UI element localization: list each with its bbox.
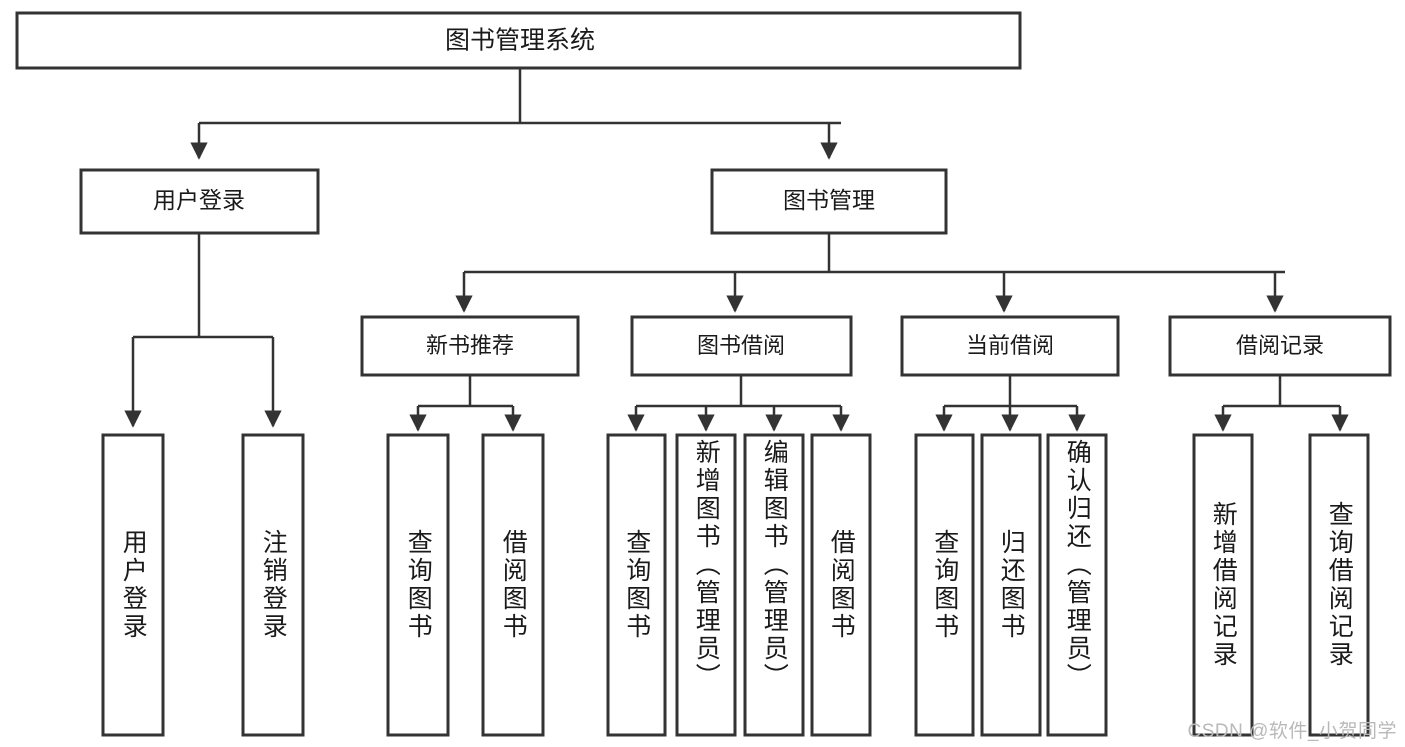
node-root-label: 图书管理系统 bbox=[445, 27, 595, 55]
leaf-box-query-book-2[interactable] bbox=[606, 433, 667, 737]
leaf-box-borrow-book-1[interactable] bbox=[481, 433, 545, 737]
node-user-login-label: 用户登录 bbox=[153, 187, 245, 213]
connector-newbook-to-leaves bbox=[409, 375, 522, 432]
connector-current-to-leaves bbox=[935, 375, 1086, 432]
leaf-box-borrow-book-2[interactable] bbox=[810, 433, 872, 737]
node-current-borrow[interactable]: 当前借阅 bbox=[900, 315, 1120, 377]
connector-userlogin-to-leaves bbox=[124, 233, 282, 428]
leaf-box-return-book[interactable] bbox=[980, 433, 1042, 737]
leaf-box-add-record[interactable] bbox=[1192, 433, 1254, 737]
leaf-box-add-book[interactable] bbox=[675, 433, 737, 737]
node-book-management[interactable]: 图书管理 bbox=[710, 168, 948, 235]
leaf-box-query-record[interactable] bbox=[1308, 433, 1370, 737]
node-borrow-record[interactable]: 借阅记录 bbox=[1168, 315, 1392, 377]
leaf-box-query-book-3[interactable] bbox=[914, 433, 975, 737]
leaf-box-user-login[interactable] bbox=[101, 433, 165, 737]
connector-bookmgmt-to-level2 bbox=[455, 233, 1285, 313]
node-book-management-label: 图书管理 bbox=[783, 187, 875, 213]
node-current-borrow-label: 当前借阅 bbox=[966, 333, 1054, 358]
leaf-boxes bbox=[101, 433, 1370, 737]
node-book-borrow-label: 图书借阅 bbox=[697, 333, 785, 358]
node-user-login[interactable]: 用户登录 bbox=[79, 168, 320, 235]
leaf-box-edit-book[interactable] bbox=[743, 433, 805, 737]
leaf-box-logout[interactable] bbox=[241, 433, 305, 737]
leaf-box-query-book-1[interactable] bbox=[386, 433, 450, 737]
node-new-book-recommend[interactable]: 新书推荐 bbox=[360, 315, 580, 377]
node-new-book-recommend-label: 新书推荐 bbox=[426, 333, 514, 358]
leaf-box-confirm-return[interactable] bbox=[1046, 433, 1108, 737]
connector-root-to-level1 bbox=[190, 68, 841, 160]
node-book-borrow[interactable]: 图书借阅 bbox=[630, 315, 853, 377]
connector-record-to-leaves bbox=[1214, 375, 1349, 432]
node-root[interactable]: 图书管理系统 bbox=[15, 11, 1022, 70]
node-borrow-record-label: 借阅记录 bbox=[1236, 333, 1324, 358]
connector-borrow-to-leaves bbox=[627, 375, 850, 432]
watermark: CSDN @软件_小贺同学 bbox=[1187, 721, 1397, 742]
